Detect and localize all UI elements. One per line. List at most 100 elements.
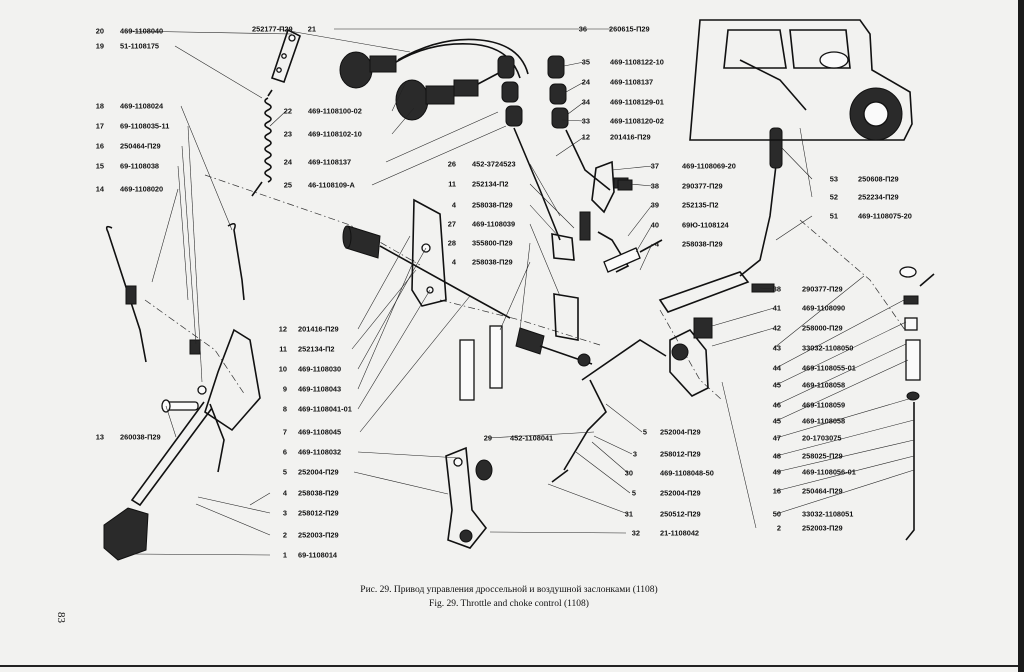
callout-part-code: 469-1108075-20 — [858, 212, 912, 221]
callout-part-code: 469-1108041-01 — [298, 405, 352, 414]
callout-part-code: 258038-П29 — [298, 489, 339, 498]
axis-line — [144, 299, 246, 396]
callout-number: 4 — [452, 201, 457, 210]
callout-number: 10 — [279, 365, 287, 374]
callout-number: 30 — [625, 469, 633, 478]
callout-part-code: 33032-1108050 — [802, 344, 853, 353]
callout-part-code: 46-1108109-А — [308, 181, 356, 190]
callout: 14 469-1108020 — [96, 185, 163, 194]
callout: 30 469-1108048-50 — [625, 469, 714, 478]
callout-number: 3 — [283, 509, 287, 518]
callout-part-code: 469-1108129-01 — [610, 98, 664, 107]
callout-part-code: 252135-П2 — [682, 201, 719, 210]
callout-number: 4 — [283, 489, 288, 498]
callout-number: 11 — [279, 345, 287, 354]
callout-number: 14 — [96, 185, 105, 194]
callout-part-code: 469-1108055-01 — [802, 364, 856, 373]
callout-number: 48 — [773, 452, 781, 461]
callout-part-code: 469-1108056-01 — [802, 468, 856, 477]
return-spring — [251, 89, 273, 197]
callout-number: 18 — [96, 102, 104, 111]
callout-part-code: 469-1108120-02 — [610, 117, 664, 126]
callout-number: 12 — [279, 325, 287, 334]
throttle-knob — [339, 38, 529, 89]
callout-number: 15 — [96, 162, 104, 171]
callout-number: 5 — [283, 468, 287, 477]
callout-part-code: 469-1108090 — [802, 304, 845, 313]
callout: 50 33032-1108051 — [773, 510, 854, 519]
page-right-edge — [1018, 0, 1024, 672]
page-number: 83 — [55, 612, 67, 624]
figure-caption-en: Fig. 29. Throttle and choke control (110… — [429, 598, 589, 609]
callout-part-code: 252134-П2 — [298, 345, 335, 354]
callout-number: 45 — [773, 417, 781, 426]
callout-part-code: 469-1108020 — [120, 185, 163, 194]
axis-line — [799, 219, 906, 331]
callout-number: 11 — [448, 180, 456, 189]
callout-number: 38 — [773, 285, 781, 294]
callout-number: 25 — [284, 181, 292, 190]
callout-number: 29 — [484, 434, 492, 443]
accelerator-pedal — [103, 328, 261, 561]
callout-part-code: 469-1108045 — [298, 428, 341, 437]
callout-part-code: 469-1108039 — [472, 220, 515, 229]
callout-part-code: 21-1108042 — [660, 529, 699, 538]
callout-part-code: 69-1108014 — [298, 551, 338, 560]
shaft-spring — [515, 327, 593, 367]
callout-part-code: 469-1108032 — [298, 448, 341, 457]
callout-number: 28 — [448, 239, 456, 248]
callout-number: 2 — [777, 524, 781, 533]
callout-number: 16 — [773, 487, 781, 496]
callout-part-code: 469-1108069-20 — [682, 162, 736, 171]
callout-part-code: 469-1108048-50 — [660, 469, 714, 478]
callout-part-code: 469-1108102-10 — [308, 130, 362, 139]
callout-number: 3 — [633, 450, 637, 459]
part-drawings — [103, 19, 935, 561]
callout: 27 469-1108039 — [448, 220, 515, 229]
callout-part-code: 469-1108122-10 — [610, 58, 664, 67]
callout-part-code: 469-1108030 — [298, 365, 341, 374]
callout-number: 27 — [448, 220, 456, 229]
callout-number: 5 — [643, 428, 647, 437]
callout-number: 24 — [582, 78, 591, 87]
callout-number: 26 — [448, 160, 456, 169]
callout-number: 50 — [773, 510, 781, 519]
callout-part-code: 452-3724523 — [472, 160, 516, 169]
callout: 4 258038-П29 — [283, 489, 339, 498]
callout-part-code: 469-1108058 — [802, 417, 845, 426]
callout-number: 44 — [773, 364, 782, 373]
choke-knob — [395, 65, 513, 121]
callout-part-code: 469-1108058 — [802, 381, 845, 390]
callout-part-code: 33032-1108051 — [802, 510, 853, 519]
callout-number: 36 — [579, 25, 587, 34]
figure-caption-ru: Рис. 29. Привод управления дроссельной и… — [360, 584, 657, 595]
callout-number: 52 — [830, 193, 838, 202]
callout-part-code: 250608-П29 — [858, 175, 899, 184]
callout-part-code: 252177-П29 — [252, 25, 293, 34]
callout-part-code: 252003-П29 — [298, 531, 339, 540]
